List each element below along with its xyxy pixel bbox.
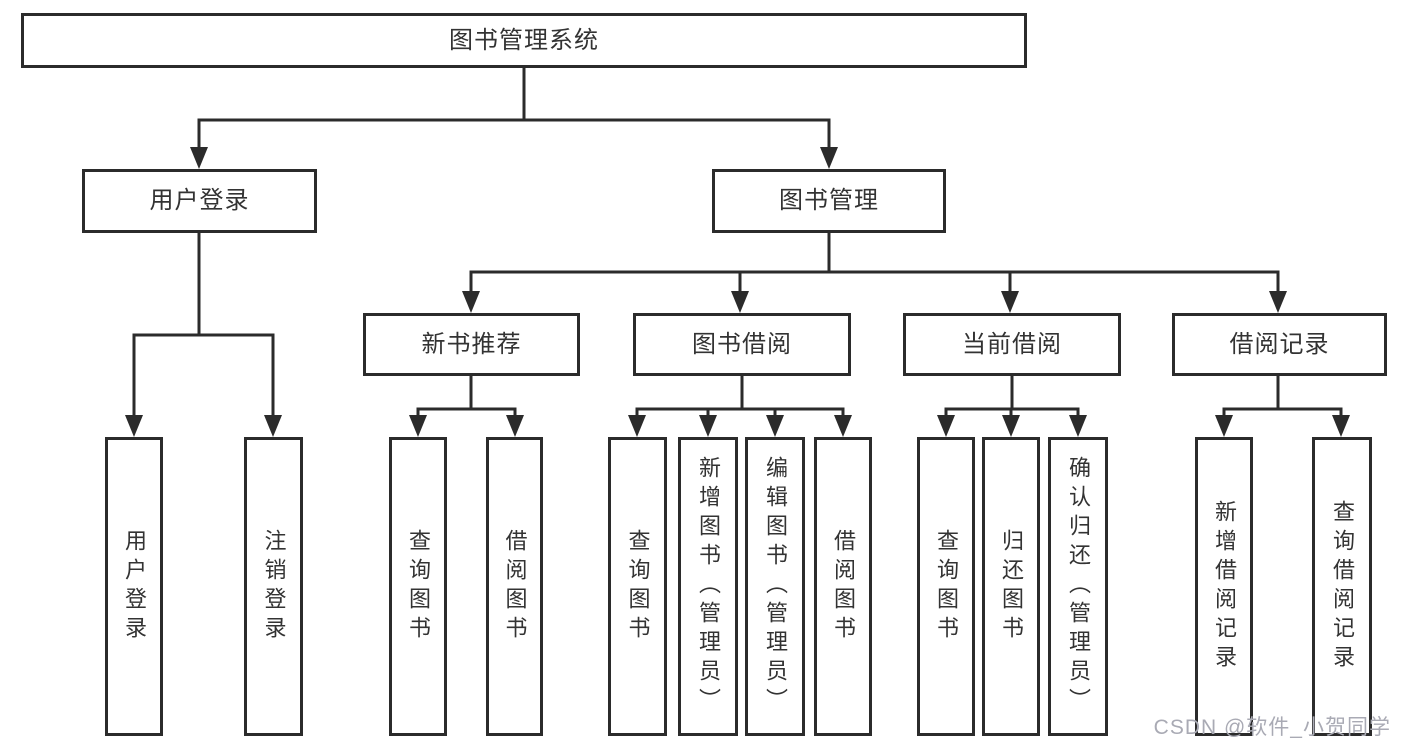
connector-book-borrow-children — [635, 376, 845, 416]
node-leaf-borrow-books-1: 借阅图书 — [486, 437, 543, 736]
arrowhead — [699, 415, 717, 437]
arrowhead — [820, 147, 838, 169]
connector-current-borrow-children — [944, 376, 1080, 416]
arrowhead — [506, 415, 524, 437]
arrowhead — [1332, 415, 1350, 437]
node-new-book-recommendation: 新书推荐 — [363, 313, 580, 376]
node-current-borrowing: 当前借阅 — [903, 313, 1121, 376]
node-leaf-add-books-admin: 新增图书（管理员） — [678, 437, 738, 736]
node-leaf-confirm-return-admin: 确认归还（管理员） — [1048, 437, 1108, 736]
node-leaf-query-books-1: 查询图书 — [389, 437, 447, 736]
node-leaf-return-books: 归还图书 — [982, 437, 1040, 736]
node-leaf-add-borrow-record: 新增借阅记录 — [1195, 437, 1253, 736]
node-leaf-borrow-books-2: 借阅图书 — [814, 437, 872, 736]
arrowhead — [834, 415, 852, 437]
arrowhead — [264, 415, 282, 437]
arrowhead — [766, 415, 784, 437]
node-book-borrowing: 图书借阅 — [633, 313, 851, 376]
node-leaf-user-login: 用户登录 — [105, 437, 163, 736]
node-library-system: 图书管理系统 — [21, 13, 1027, 68]
node-user-login: 用户登录 — [82, 169, 317, 233]
arrowhead — [628, 415, 646, 437]
node-leaf-logout: 注销登录 — [244, 437, 303, 736]
node-borrowing-records: 借阅记录 — [1172, 313, 1387, 376]
csdn-watermark: CSDN @软件_小贺同学 — [1153, 716, 1391, 739]
arrowhead — [731, 291, 749, 313]
arrowhead — [1215, 415, 1233, 437]
node-leaf-query-books-3: 查询图书 — [917, 437, 975, 736]
arrowhead — [1002, 415, 1020, 437]
arrowhead — [1069, 415, 1087, 437]
arrowhead — [937, 415, 955, 437]
connector-book-mgmt-children — [469, 233, 1280, 293]
node-leaf-query-borrow-record: 查询借阅记录 — [1312, 437, 1372, 736]
arrowhead — [125, 415, 143, 437]
arrowhead — [1269, 291, 1287, 313]
connector-root-to-level2 — [197, 68, 831, 149]
connector-borrow-records-children — [1222, 376, 1343, 416]
arrowhead — [190, 147, 208, 169]
node-book-management: 图书管理 — [712, 169, 946, 233]
node-leaf-query-books-2: 查询图书 — [608, 437, 667, 736]
arrowhead — [409, 415, 427, 437]
node-leaf-edit-books-admin: 编辑图书（管理员） — [745, 437, 805, 736]
arrowhead — [1001, 291, 1019, 313]
connector-new-book-rec-children — [416, 376, 517, 416]
arrowhead — [462, 291, 480, 313]
connector-user-login-children — [132, 233, 275, 417]
